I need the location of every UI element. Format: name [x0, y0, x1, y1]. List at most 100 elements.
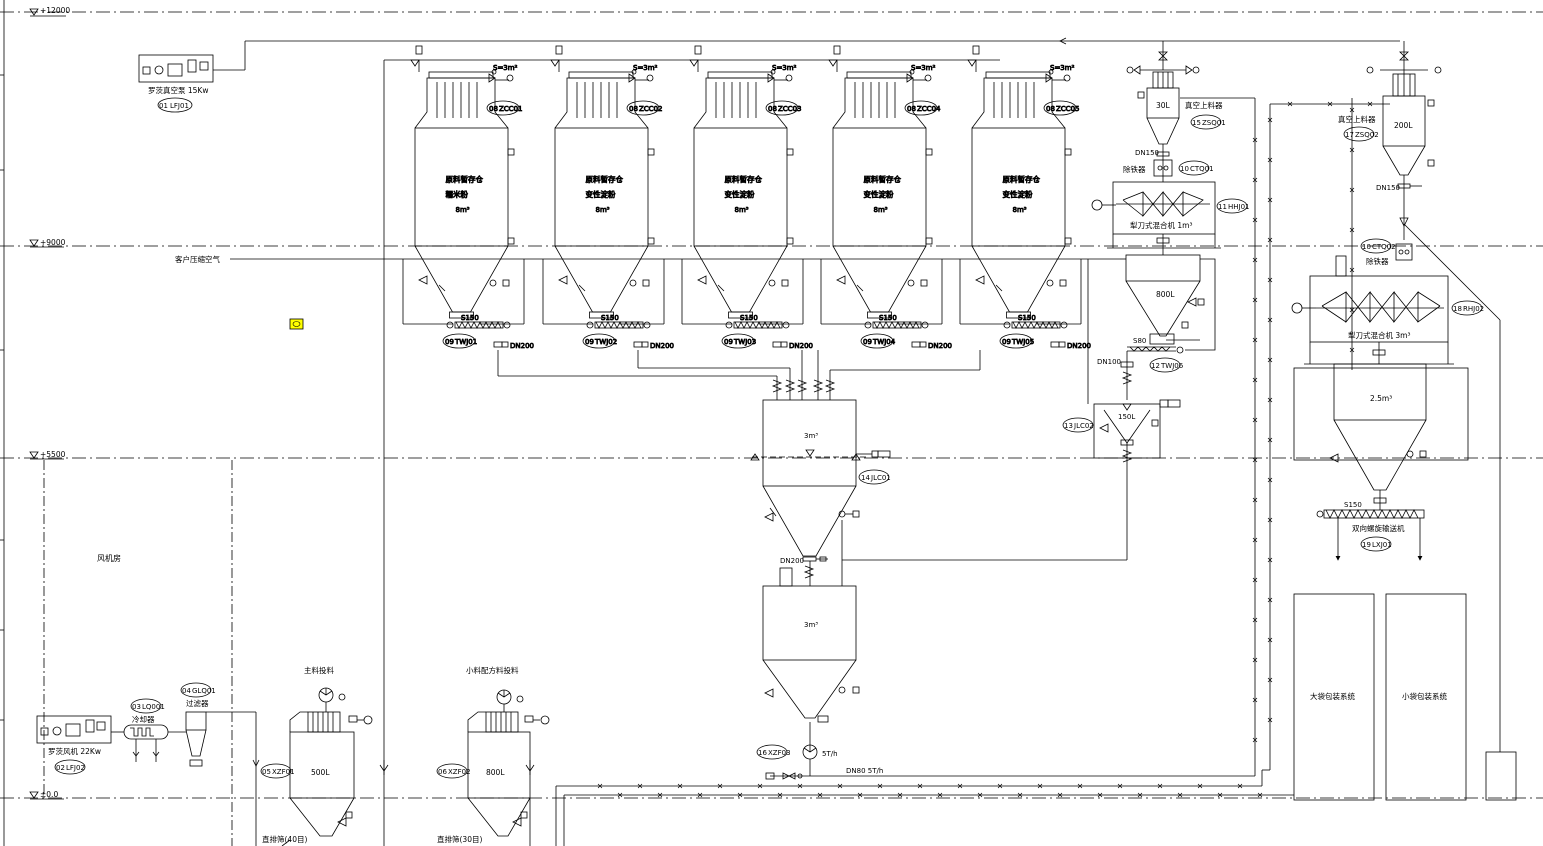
- svg-text:XZF02: XZF02: [448, 768, 471, 776]
- svg-text:10: 10: [1180, 165, 1189, 173]
- svg-text:11: 11: [1218, 203, 1227, 211]
- cross-tick: [797, 783, 803, 789]
- tag-lxj01: 19 LXJ01: [1360, 536, 1392, 552]
- svg-text:15: 15: [1192, 119, 1201, 127]
- tag-ctq01: 10 CTQ01: [1178, 160, 1214, 176]
- silo-filter-area: S=3m²: [633, 64, 658, 72]
- level-label-12000: +12000: [40, 6, 70, 15]
- big-bag-label: 大袋包装系统: [1310, 691, 1355, 701]
- silo-vacuum-line: [383, 59, 1000, 846]
- tag-glq01: 04 GLQ01: [180, 682, 216, 698]
- cross-tick: [1217, 792, 1223, 798]
- silo-volume: 8m³: [735, 206, 749, 214]
- hopper-vol-a: 3m³: [804, 432, 818, 440]
- tag-lfj01: 01 LFJ01: [157, 97, 193, 113]
- svg-text:13: 13: [1064, 422, 1073, 430]
- silo-dn-size: DN200: [650, 342, 674, 350]
- screw-tag-no: 09: [863, 338, 872, 346]
- fan-room: [36, 460, 260, 846]
- cross-ticks: [597, 101, 1373, 798]
- silo-tag-code: ZCC04: [917, 105, 941, 113]
- rate-label: 5T/h: [822, 750, 838, 758]
- silo-title: 原料暂存仓: [864, 174, 902, 184]
- silo-volume: 8m³: [874, 206, 888, 214]
- note-icon[interactable]: [289, 318, 304, 330]
- silo-volume: 8m³: [596, 206, 610, 214]
- cross-tick: [817, 792, 823, 798]
- svg-text:18: 18: [1453, 305, 1462, 313]
- cross-tick: [1267, 717, 1273, 723]
- cross-tick: [1267, 357, 1273, 363]
- filter-label: 过滤器: [186, 698, 209, 708]
- silo-tag-code: ZCC05: [1056, 105, 1079, 113]
- screw-tag-no: 09: [724, 338, 733, 346]
- cross-tick: [977, 792, 983, 798]
- cross-tick: [1252, 257, 1258, 263]
- silo-name: 变性淀粉: [725, 189, 755, 199]
- dn200-label-hopper: DN200: [780, 557, 804, 565]
- svg-text:LXJ01: LXJ01: [1372, 541, 1392, 549]
- cross-tick: [937, 792, 943, 798]
- cross-tick: [1252, 737, 1258, 743]
- svg-text:TWJ06: TWJ06: [1160, 362, 1184, 370]
- cross-tick: [657, 792, 663, 798]
- screw-tag-code: TWJ05: [1011, 338, 1034, 346]
- s150-label-screw: S150: [1344, 501, 1362, 509]
- svg-text:JLC02: JLC02: [1073, 422, 1094, 430]
- cross-tick: [1237, 783, 1243, 789]
- cross-tick: [837, 783, 843, 789]
- tag-xzf01: 05 XZF01: [260, 763, 295, 779]
- svg-text:06: 06: [438, 768, 447, 776]
- cross-tick: [1252, 377, 1258, 383]
- s80-label: S80: [1133, 337, 1146, 345]
- tag-hhj01: 11 HHJ01: [1216, 198, 1250, 214]
- cross-tick: [1077, 783, 1083, 789]
- cross-tick: [1349, 187, 1355, 193]
- main-feed-label: 主料投料: [304, 665, 334, 675]
- screw-tag-no: 09: [585, 338, 594, 346]
- mixer-3m3-group: [1291, 41, 1517, 801]
- svg-text:XZF01: XZF01: [272, 768, 295, 776]
- silo-volume: 8m³: [1013, 206, 1027, 214]
- svg-text:LQ001: LQ001: [142, 703, 165, 711]
- cross-tick: [1177, 792, 1183, 798]
- vol150-label: 150L: [1118, 413, 1135, 421]
- svg-text:LFJ01: LFJ01: [170, 102, 189, 110]
- vacuum-pump-label: 罗茨真空泵 15Kw: [148, 85, 208, 95]
- svg-text:04: 04: [182, 687, 191, 695]
- cross-tick: [1252, 417, 1258, 423]
- silo-tag-no: 08: [768, 105, 777, 113]
- floor-level-lines: [0, 8, 1543, 800]
- cross-tick: [1252, 457, 1258, 463]
- screw-tag-code: TWJ01: [454, 338, 477, 346]
- roots-vacuum-pump: [138, 37, 1400, 83]
- cross-tick: [697, 792, 703, 798]
- silo-volume: 8m³: [456, 206, 470, 214]
- vol200-label: 200L: [1394, 121, 1413, 130]
- cross-tick: [1349, 307, 1355, 313]
- tag-jlc02: 13 JLC02: [1062, 417, 1094, 433]
- cross-tick: [917, 783, 923, 789]
- cross-tick: [757, 783, 763, 789]
- cross-tick: [957, 783, 963, 789]
- cross-tick: [1252, 177, 1258, 183]
- screw-tag-code: TWJ02: [594, 338, 617, 346]
- cross-tick: [1267, 317, 1273, 323]
- svg-text:GLQ01: GLQ01: [192, 687, 216, 695]
- silo-title: 原料暂存仓: [586, 174, 624, 184]
- silo-name: 变性淀粉: [586, 189, 616, 199]
- cross-tick: [737, 792, 743, 798]
- cross-tick: [1057, 792, 1063, 798]
- cross-tick: [997, 783, 1003, 789]
- tag-jlc01: 14 JLC01: [858, 469, 891, 485]
